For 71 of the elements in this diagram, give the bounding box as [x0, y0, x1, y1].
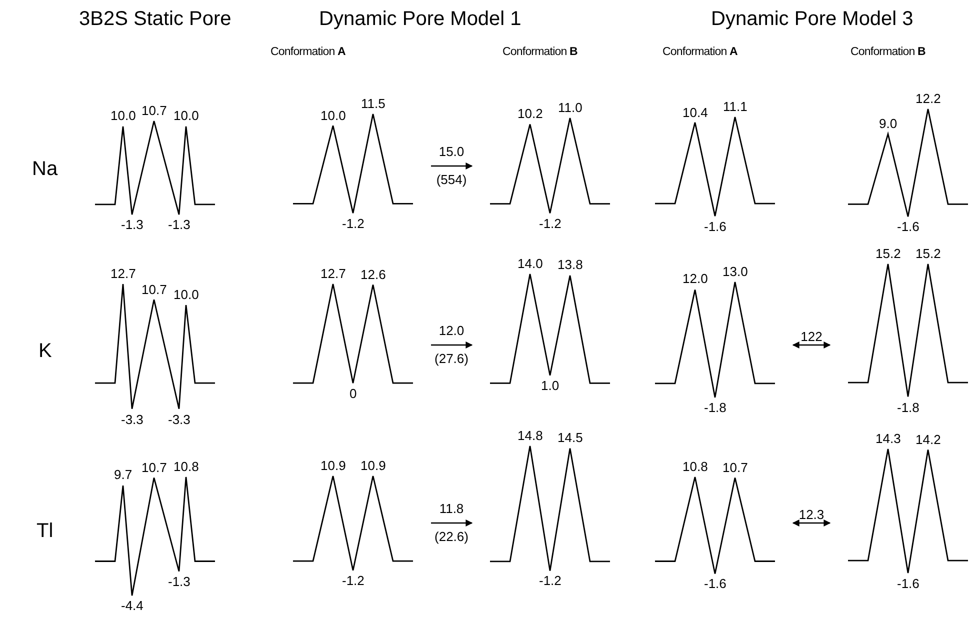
peak-value: 12.0 [682, 272, 708, 286]
peak-value: 11.1 [723, 100, 748, 114]
well-value: -3.3 [168, 412, 190, 427]
peak-value: 10.9 [320, 458, 346, 473]
column-title: Dynamic Pore Model 3 [711, 8, 914, 31]
peak-value: 12.7 [110, 266, 136, 281]
peak-value: 13.8 [558, 258, 583, 272]
ion-label: Tl [36, 520, 54, 543]
peak-value: 14.5 [558, 430, 583, 445]
peak-value: 11.5 [361, 97, 386, 112]
well-value: -1.2 [342, 574, 364, 588]
peak-value: 12.2 [916, 92, 941, 106]
double-arrow [792, 342, 831, 348]
peak-value: 10.4 [682, 106, 708, 120]
peak-value: 14.2 [916, 433, 941, 448]
conformation-label: Conformation B [850, 46, 926, 58]
arrow [431, 342, 473, 348]
peak-value: 10.8 [174, 460, 199, 474]
peak-value: 10.0 [320, 108, 346, 123]
edge-label: 12.0 (27.6) [434, 322, 470, 368]
peak-value: 9.0 [879, 116, 898, 131]
conformation-label: Conformation B [502, 46, 578, 58]
edge-label: 122 [800, 328, 824, 346]
ion-label: K [38, 340, 52, 363]
well-value: -1.6 [897, 220, 920, 234]
well-value: -1.6 [897, 577, 920, 592]
edge-label: 15.0 (554) [435, 143, 468, 189]
edge-label: 11.8 (22.6) [434, 500, 470, 546]
well-value: -4.4 [121, 599, 144, 614]
peak-value: 10.7 [142, 460, 167, 475]
peak-value: 12.7 [320, 266, 346, 281]
well-value: -3.3 [121, 412, 144, 427]
peak-value: 10.0 [174, 108, 199, 123]
peak-value: 10.7 [142, 104, 167, 118]
well-value: -1.3 [121, 218, 144, 232]
well-value: 1.0 [541, 379, 560, 394]
well-value: -1.3 [168, 218, 190, 232]
double-arrow [792, 520, 831, 526]
peak-value: 15.2 [916, 247, 941, 262]
arrow [431, 520, 473, 526]
well-value: -1.2 [539, 574, 562, 588]
peak-value: 15.2 [876, 247, 901, 262]
peak-value: 11.0 [558, 101, 582, 116]
peak-value: 10.2 [518, 107, 543, 122]
column-title: 3B2S Static Pore [79, 8, 232, 31]
peak-value: 14.3 [876, 432, 901, 446]
peak-value: 13.0 [722, 264, 748, 279]
arrow [431, 162, 473, 170]
well-value: -1.6 [704, 577, 726, 592]
peak-value: 14.8 [518, 428, 543, 443]
well-value: -1.8 [897, 401, 920, 416]
well-value: -1.3 [168, 575, 190, 590]
well-value: 0 [350, 386, 357, 401]
conformation-label: Conformation A [662, 46, 738, 58]
conformation-label: Conformation A [270, 46, 346, 58]
peak-value: 10.8 [682, 460, 708, 474]
peak-value: 10.9 [360, 458, 386, 473]
peak-value: 10.0 [174, 288, 199, 302]
well-value: -1.6 [704, 220, 726, 234]
well-value: -1.2 [539, 217, 562, 232]
peak-value: 9.7 [114, 468, 132, 482]
edge-label: 12.3 [798, 506, 826, 524]
well-value: -1.2 [342, 217, 364, 232]
peak-value: 10.7 [142, 282, 167, 297]
column-title: Dynamic Pore Model 1 [319, 8, 522, 31]
peak-value: 10.0 [110, 108, 136, 123]
ion-label: Na [32, 158, 58, 181]
peak-value: 14.0 [518, 256, 543, 271]
peak-value: 10.7 [722, 460, 748, 475]
well-value: -1.8 [704, 401, 726, 416]
peak-value: 12.6 [360, 268, 386, 282]
